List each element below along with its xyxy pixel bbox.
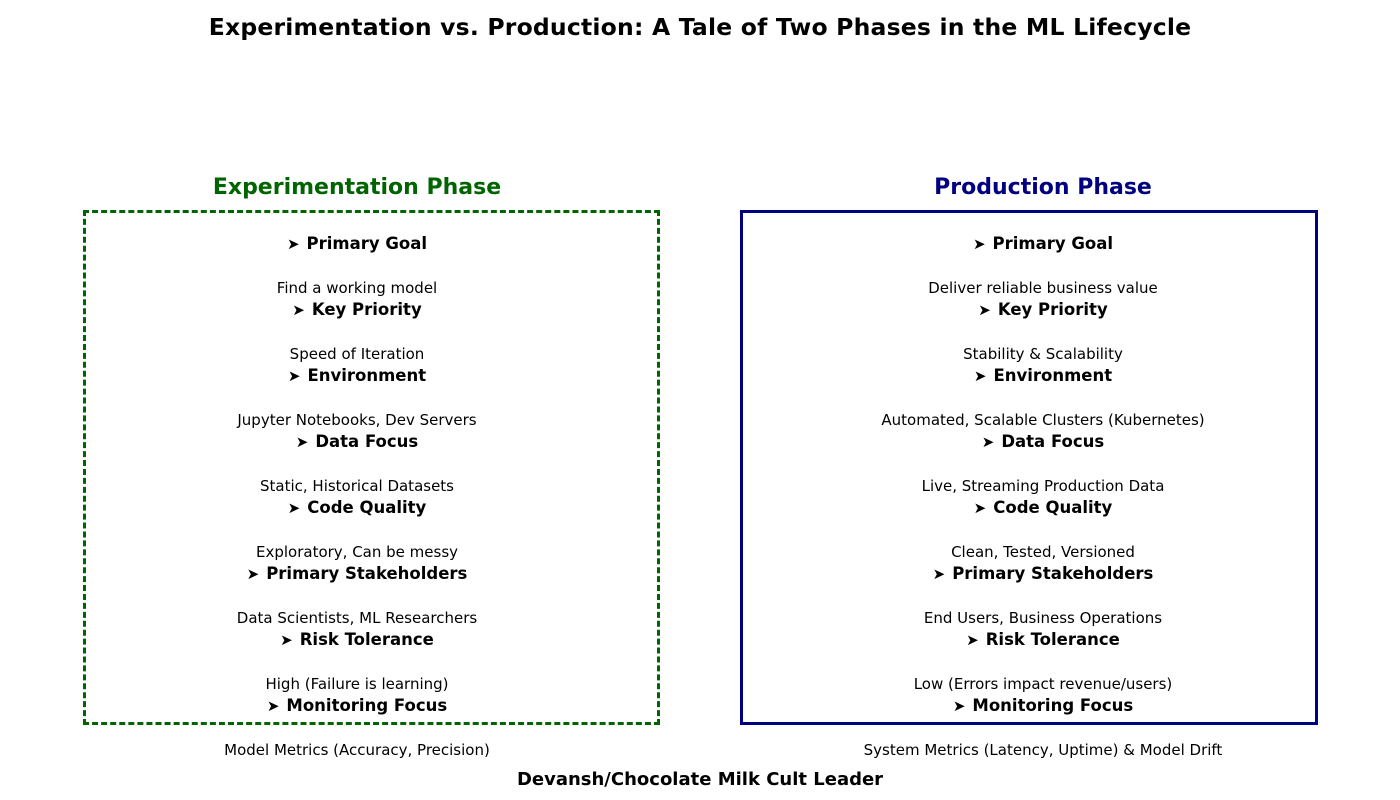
arrowhead-icon: ➤ bbox=[972, 235, 986, 253]
item-label: ➤ Key Priority bbox=[743, 299, 1343, 320]
arrowhead-icon: ➤ bbox=[287, 499, 301, 517]
page-title: Experimentation vs. Production: A Tale o… bbox=[208, 13, 1192, 41]
experimentation-phase-box bbox=[83, 210, 660, 725]
item-value: Deliver reliable business value bbox=[928, 279, 1158, 297]
experimentation-phase-title: Experimentation Phase bbox=[212, 175, 502, 200]
item-label: ➤ Risk Tolerance bbox=[743, 629, 1343, 650]
item-label-text: Environment bbox=[307, 366, 427, 385]
item-label: ➤ Data Focus bbox=[743, 431, 1343, 452]
item-label: ➤ Monitoring Focus bbox=[743, 695, 1343, 716]
item-label-text: Monitoring Focus bbox=[286, 696, 448, 715]
item-value: Exploratory, Can be messy bbox=[255, 543, 459, 561]
item-label: ➤ Key Priority bbox=[57, 299, 657, 320]
item-label-text: Data Focus bbox=[315, 432, 419, 451]
arrowhead-icon: ➤ bbox=[266, 697, 280, 715]
arrowhead-icon: ➤ bbox=[295, 433, 309, 451]
item-label-text: Key Priority bbox=[997, 300, 1108, 319]
item-label: ➤ Code Quality bbox=[57, 497, 657, 518]
item-label-text: Environment bbox=[993, 366, 1113, 385]
arrowhead-icon: ➤ bbox=[966, 631, 979, 649]
arrowhead-icon: ➤ bbox=[952, 697, 966, 715]
arrowhead-icon: ➤ bbox=[292, 301, 305, 319]
arrowhead-icon: ➤ bbox=[932, 565, 946, 583]
production-items: ➤ Primary Goal Deliver reliable business … bbox=[743, 233, 1343, 761]
item-value: Clean, Tested, Versioned bbox=[951, 543, 1135, 561]
item-label-text: Code Quality bbox=[993, 498, 1113, 517]
item-label: ➤ Primary Goal bbox=[57, 233, 657, 254]
arrowhead-icon: ➤ bbox=[973, 367, 987, 385]
arrowhead-icon: ➤ bbox=[246, 565, 260, 583]
item-label: ➤ Risk Tolerance bbox=[57, 629, 657, 650]
item-value: Find a working model bbox=[276, 279, 438, 297]
item-value: Stability & Scalability bbox=[963, 345, 1123, 363]
item-label: ➤ Environment bbox=[57, 365, 657, 386]
item-label: ➤ Data Focus bbox=[57, 431, 657, 452]
arrowhead-icon: ➤ bbox=[978, 301, 991, 319]
item-value: Live, Streaming Production Data bbox=[921, 477, 1165, 495]
arrowhead-icon: ➤ bbox=[280, 631, 293, 649]
item-label-text: Primary Goal bbox=[992, 234, 1114, 253]
item-label-text: Key Priority bbox=[311, 300, 422, 319]
item-value: Data Scientists, ML Researchers bbox=[236, 609, 478, 627]
item-label-text: Risk Tolerance bbox=[985, 630, 1120, 649]
item-value: End Users, Business Operations bbox=[923, 609, 1163, 627]
arrowhead-icon: ➤ bbox=[973, 499, 987, 517]
item-label: ➤ Primary Stakeholders bbox=[743, 563, 1343, 584]
item-value: Speed of Iteration bbox=[289, 345, 425, 363]
item-label: ➤ Primary Stakeholders bbox=[57, 563, 657, 584]
item-label: ➤ Code Quality bbox=[743, 497, 1343, 518]
production-phase-box bbox=[740, 210, 1318, 725]
item-label-text: Primary Stakeholders bbox=[266, 564, 468, 583]
item-value: Automated, Scalable Clusters (Kubernetes… bbox=[881, 411, 1205, 429]
item-label: ➤ Primary Goal bbox=[743, 233, 1343, 254]
item-value: System Metrics (Latency, Uptime) & Model… bbox=[863, 741, 1223, 759]
production-phase-title: Production Phase bbox=[934, 175, 1152, 200]
author-credit: Devansh/Chocolate Milk Cult Leader bbox=[516, 769, 884, 790]
item-label-text: Primary Stakeholders bbox=[952, 564, 1154, 583]
item-value: Model Metrics (Accuracy, Precision) bbox=[224, 741, 490, 759]
item-value: High (Failure is learning) bbox=[265, 675, 449, 693]
item-label: ➤ Environment bbox=[743, 365, 1343, 386]
item-label: ➤ Monitoring Focus bbox=[57, 695, 657, 716]
item-value: Static, Historical Datasets bbox=[259, 477, 454, 495]
arrowhead-icon: ➤ bbox=[287, 367, 301, 385]
item-label-text: Risk Tolerance bbox=[299, 630, 434, 649]
arrowhead-icon: ➤ bbox=[981, 433, 995, 451]
item-label-text: Monitoring Focus bbox=[972, 696, 1134, 715]
item-label-text: Primary Goal bbox=[306, 234, 428, 253]
item-value: Low (Errors impact revenue/users) bbox=[913, 675, 1173, 693]
arrowhead-icon: ➤ bbox=[286, 235, 300, 253]
item-label-text: Code Quality bbox=[307, 498, 427, 517]
item-label-text: Data Focus bbox=[1001, 432, 1105, 451]
experimentation-items: ➤ Primary Goal Find a working model ➤ Key … bbox=[57, 233, 657, 761]
item-value: Jupyter Notebooks, Dev Servers bbox=[237, 411, 477, 429]
